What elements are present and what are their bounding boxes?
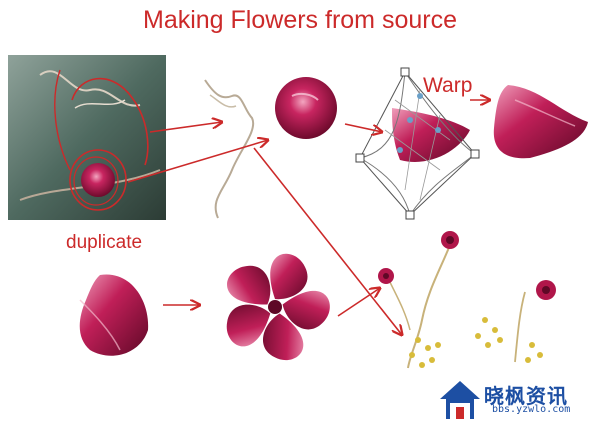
flower-stem bbox=[378, 231, 556, 368]
five-petal-flower bbox=[217, 254, 335, 369]
stem-cutout bbox=[205, 80, 253, 218]
source-photo bbox=[8, 55, 166, 220]
petal-ball bbox=[275, 77, 337, 139]
single-petal bbox=[80, 274, 148, 355]
warp-label: Warp bbox=[423, 74, 472, 98]
watermark: 晓枫资讯 bbs.yzwlo.com bbox=[438, 379, 594, 423]
duplicate-label: duplicate bbox=[66, 232, 142, 254]
warped-petal bbox=[494, 85, 588, 158]
watermark-url: bbs.yzwlo.com bbox=[492, 404, 570, 415]
